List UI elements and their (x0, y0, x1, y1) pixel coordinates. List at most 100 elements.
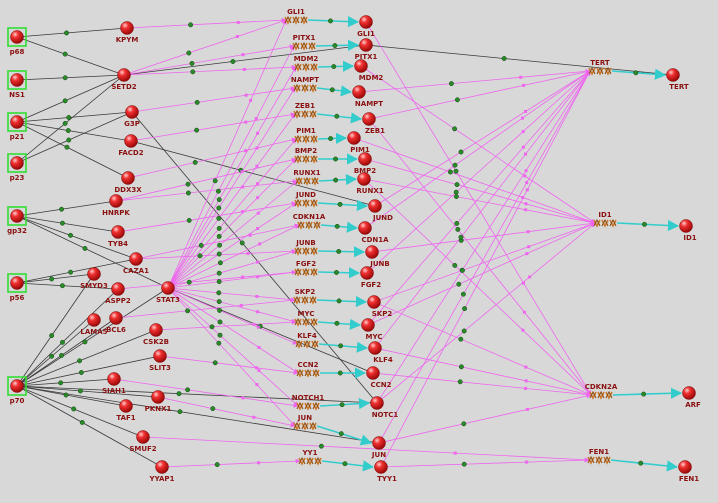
protein-pfen1[interactable] (678, 460, 692, 474)
protein-siah1[interactable] (107, 372, 121, 386)
gene-gpitx1[interactable] (292, 41, 316, 51)
protein-pcdn1a[interactable] (358, 221, 372, 235)
gene-label: GLI1 (287, 8, 305, 16)
gene-gjun[interactable] (293, 421, 317, 431)
protein-ptert[interactable] (666, 68, 680, 82)
protein-smuf2[interactable] (136, 430, 150, 444)
protein-prunx1[interactable] (357, 172, 371, 186)
protein-tyb4[interactable] (111, 225, 125, 239)
protein-pccn2[interactable] (366, 366, 380, 380)
receptor-p21[interactable] (10, 115, 24, 129)
gene-gfgf2[interactable] (294, 267, 318, 277)
protein-pmdm2[interactable] (354, 59, 368, 73)
gene-gjund[interactable] (294, 198, 318, 208)
regulation-edge (374, 70, 591, 207)
protein-aspp2[interactable] (111, 282, 125, 296)
protein-pnotc1[interactable] (370, 396, 384, 410)
protein-pjunb[interactable] (365, 245, 379, 259)
protein-pgli1[interactable] (359, 15, 373, 29)
protein-bcl6[interactable] (109, 311, 123, 325)
regulation-marker (453, 451, 457, 455)
protein-pknx1[interactable] (151, 390, 165, 404)
gene-gjunb[interactable] (294, 246, 318, 256)
gene-gnotch1[interactable] (296, 401, 320, 411)
junction-node (65, 128, 71, 134)
protein-g3p[interactable] (125, 105, 139, 119)
gene-gbmp2[interactable] (294, 154, 318, 164)
protein-pmyc[interactable] (361, 318, 375, 332)
gene-gpim1[interactable] (294, 134, 318, 144)
protein-csk2b[interactable] (149, 323, 163, 337)
regulation-edge (130, 112, 296, 142)
junction-node (64, 144, 70, 150)
protein-pnampt[interactable] (352, 85, 366, 99)
regulation-marker (246, 251, 250, 255)
protein-pfgf2[interactable] (360, 266, 374, 280)
gene-gmdm2[interactable] (294, 62, 318, 72)
gene-gcdkn2a[interactable] (589, 390, 613, 400)
protein-label: SETD2 (111, 83, 136, 91)
receptor-label: p23 (10, 174, 25, 182)
interaction-edge (16, 121, 132, 142)
protein-slit3[interactable] (153, 349, 167, 363)
protein-pjund[interactable] (368, 199, 382, 213)
gene-ggli1[interactable] (284, 15, 308, 25)
junction-node (448, 81, 454, 87)
protein-kpym[interactable] (120, 21, 134, 35)
protein-setd2[interactable] (117, 68, 131, 82)
gene-gfen1[interactable] (587, 455, 611, 465)
junction-node (82, 339, 88, 345)
receptor-p56[interactable] (10, 276, 24, 290)
junction-node (230, 59, 236, 64)
junction-node (338, 343, 344, 349)
protein-pskp2[interactable] (367, 295, 381, 309)
interaction-edge (16, 355, 161, 387)
regulation-marker (255, 366, 259, 370)
protein-stat3[interactable] (161, 281, 175, 295)
protein-ptyy1[interactable] (374, 460, 388, 474)
protein-ddx3x[interactable] (121, 171, 135, 185)
receptor-ns1[interactable] (10, 73, 24, 87)
expression-edge (319, 398, 371, 410)
receptor-p70[interactable] (10, 379, 24, 393)
gene-grunx1[interactable] (295, 176, 319, 186)
protein-yyap1[interactable] (155, 460, 169, 474)
protein-caza1[interactable] (129, 252, 143, 266)
protein-ppim1[interactable] (347, 131, 361, 145)
protein-parf[interactable] (682, 386, 696, 400)
protein-pjun[interactable] (372, 436, 386, 450)
interaction-edge (16, 215, 137, 260)
protein-lama5[interactable] (87, 313, 101, 327)
protein-pklf4[interactable] (368, 341, 382, 355)
protein-hnrpk[interactable] (109, 194, 123, 208)
gene-gid1[interactable] (593, 218, 617, 228)
protein-facd2[interactable] (124, 134, 138, 148)
protein-pid1[interactable] (679, 219, 693, 233)
regulation-marker (527, 245, 531, 249)
gene-gccn2[interactable] (296, 368, 320, 378)
regulation-marker (256, 182, 260, 186)
junction-node (217, 307, 223, 313)
gene-gklf4[interactable] (295, 339, 319, 349)
junction-node (454, 220, 460, 226)
gene-gskp2[interactable] (293, 295, 317, 305)
receptor-p23[interactable] (10, 156, 24, 170)
gene-gyy1[interactable] (298, 456, 322, 466)
receptor-p68[interactable] (10, 30, 24, 44)
gene-gtert[interactable] (588, 66, 612, 76)
gene-gnampt[interactable] (293, 83, 317, 93)
receptor-gp32[interactable] (10, 209, 24, 223)
interaction-edge (16, 74, 125, 81)
gene-gzeb1[interactable] (293, 109, 317, 119)
junction-node (64, 30, 69, 36)
gene-gmyc[interactable] (294, 317, 318, 327)
gene-gcdkn1a[interactable] (297, 220, 321, 230)
protein-smyd3[interactable] (87, 267, 101, 281)
protein-pbmp2[interactable] (358, 152, 372, 166)
regulation-marker (236, 20, 240, 24)
protein-pzeb1[interactable] (362, 112, 376, 126)
protein-taf1[interactable] (119, 399, 133, 413)
protein-ppitx1[interactable] (359, 38, 373, 52)
gene-label: PIM1 (296, 127, 316, 135)
